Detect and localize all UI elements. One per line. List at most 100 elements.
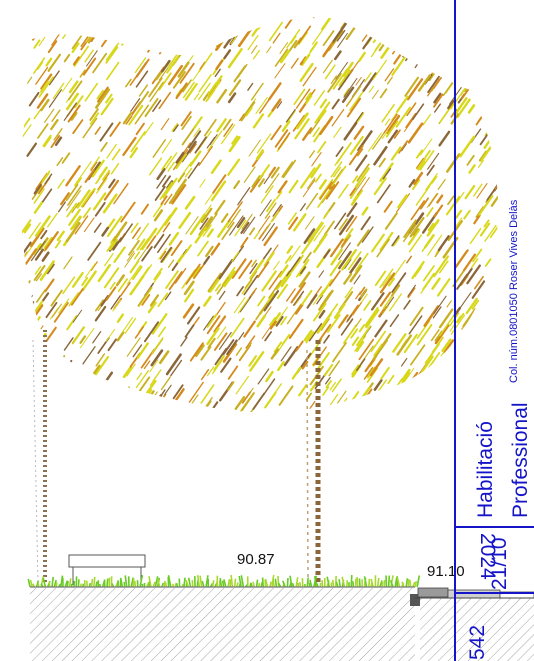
foliage-stroke — [56, 230, 65, 242]
foliage-stroke — [388, 30, 400, 46]
foliage-stroke — [313, 90, 325, 106]
foliage-stroke — [143, 122, 154, 136]
foliage-stroke — [440, 57, 452, 73]
foliage-stroke — [156, 174, 167, 189]
foliage-stroke — [411, 371, 419, 381]
grass-blade — [68, 578, 72, 588]
foliage-stroke — [207, 337, 216, 349]
foliage-stroke — [227, 208, 241, 229]
foliage-stroke — [132, 344, 143, 358]
grass-blade — [51, 576, 54, 588]
foliage-stroke — [404, 76, 420, 97]
foliage-stroke — [20, 219, 32, 235]
foliage-stroke — [232, 17, 248, 39]
foliage-stroke — [122, 111, 133, 125]
foliage-stroke — [419, 150, 435, 171]
foliage-stroke — [358, 338, 375, 361]
foliage-stroke — [311, 152, 322, 167]
grass-blade — [37, 583, 40, 588]
foliage-stroke — [334, 303, 346, 319]
foliage-stroke — [301, 54, 311, 67]
foliage-stroke — [388, 293, 403, 312]
foliage-stroke — [305, 94, 313, 105]
foliage-stroke — [353, 17, 369, 22]
foliage-stroke — [399, 29, 407, 39]
foliage-stroke — [271, 98, 282, 112]
foliage-stroke — [252, 392, 266, 410]
foliage-stroke — [105, 328, 116, 342]
foliage-stroke — [138, 267, 150, 283]
foliage-stroke — [350, 189, 363, 206]
foliage-stroke — [248, 355, 258, 367]
foliage-stroke — [393, 44, 409, 65]
foliage-stroke — [343, 121, 358, 141]
foliage-stroke — [42, 188, 53, 203]
foliage-stroke — [288, 179, 299, 194]
foliage-stroke — [481, 318, 496, 338]
foliage-stroke — [71, 42, 80, 53]
foliage-stroke — [165, 353, 182, 376]
foliage-stroke — [101, 226, 110, 237]
foliage-stroke — [465, 17, 479, 35]
foliage-stroke — [349, 190, 357, 199]
foliage-stroke — [165, 270, 179, 289]
foliage-stroke — [113, 246, 126, 263]
foliage-stroke — [379, 162, 394, 182]
foliage-stroke — [392, 236, 400, 247]
foliage-stroke — [35, 273, 43, 282]
foliage-stroke — [181, 115, 192, 130]
foliage-stroke — [46, 263, 55, 275]
foliage-stroke — [157, 233, 171, 254]
foliage-stroke — [235, 375, 249, 395]
grass-blade — [381, 581, 384, 588]
foliage-stroke — [245, 106, 253, 117]
foliage-stroke — [154, 185, 166, 201]
foliage-stroke — [299, 62, 314, 83]
foliage-stroke — [385, 114, 401, 135]
foliage-stroke — [297, 261, 308, 276]
foliage-stroke — [310, 163, 322, 179]
foliage-stroke — [234, 219, 247, 237]
foliage-stroke — [464, 73, 478, 93]
foliage-stroke — [107, 218, 116, 229]
foliage-stroke — [198, 82, 211, 101]
foliage-stroke — [124, 252, 136, 268]
foliage-stroke — [461, 349, 477, 371]
foliage-stroke — [50, 119, 59, 131]
foliage-stroke — [27, 372, 37, 386]
foliage-stroke — [298, 384, 308, 397]
foliage-stroke — [309, 119, 321, 135]
foliage-stroke — [462, 372, 471, 384]
foliage-stroke — [470, 317, 483, 334]
foliage-stroke — [33, 200, 44, 214]
foliage-stroke — [231, 258, 247, 279]
foliage-stroke — [469, 42, 483, 61]
foliage-stroke — [295, 88, 311, 109]
foliage-stroke — [151, 336, 164, 354]
foliage-stroke — [34, 248, 44, 261]
foliage-stroke — [263, 251, 275, 267]
foliage-stroke — [241, 391, 252, 404]
foliage-stroke — [149, 81, 164, 102]
foliage-stroke — [328, 270, 341, 287]
foliage-stroke — [139, 390, 155, 412]
foliage-stroke — [408, 0, 419, 15]
foliage-stroke — [34, 265, 42, 275]
foliage-stroke — [458, 21, 469, 35]
foliage-stroke — [53, 128, 63, 141]
foliage-stroke — [484, 389, 494, 403]
grass-blade — [289, 575, 293, 588]
foliage-stroke — [384, 68, 395, 82]
foliage-stroke — [136, 223, 149, 241]
foliage-stroke — [72, 309, 83, 323]
foliage-stroke — [212, 359, 223, 375]
foliage-stroke — [110, 162, 120, 175]
grass-blade — [405, 578, 409, 588]
foliage-stroke — [233, 297, 246, 314]
foliage-stroke — [250, 287, 257, 297]
foliage-stroke — [338, 218, 348, 231]
foliage-stroke — [249, 17, 262, 31]
foliage-stroke — [447, 195, 455, 206]
foliage-stroke — [305, 192, 319, 210]
foliage-stroke — [290, 35, 297, 44]
